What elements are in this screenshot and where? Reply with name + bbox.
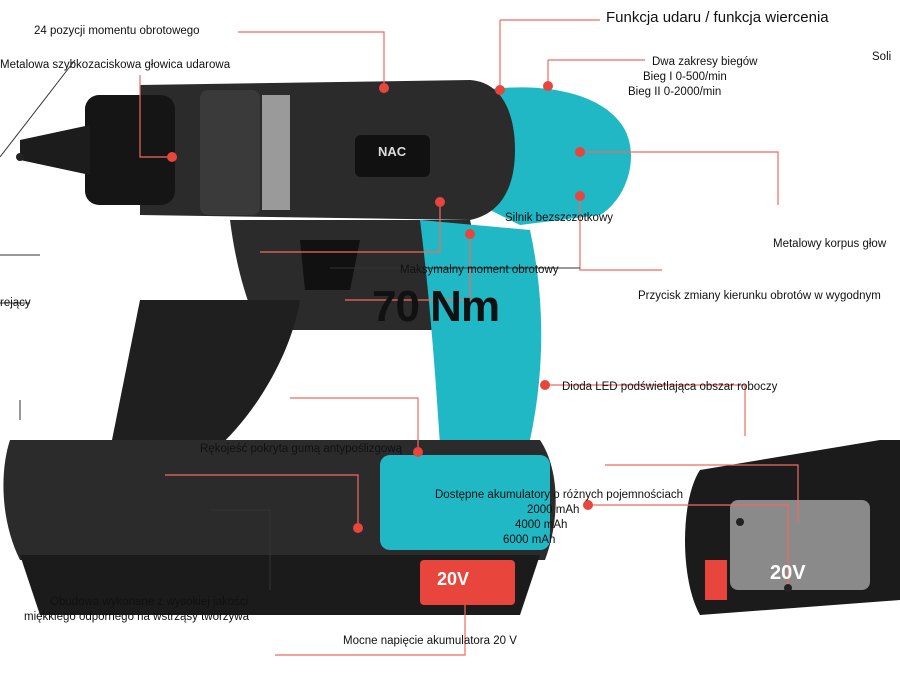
drill-head (140, 80, 515, 220)
leader-metal-body (580, 151, 779, 205)
drill-bit-tip (20, 125, 90, 175)
label-gear-1: Bieg I 0-500/min (643, 71, 727, 83)
label-chuck: Metalowa szybkozaciskowa głowica udarowa (0, 59, 231, 71)
leader-gears (547, 59, 645, 88)
leader-torque-value (345, 234, 471, 301)
leader-grip (165, 474, 359, 528)
drill-brand-badge: NAC (378, 144, 407, 159)
drill-battery-red (420, 560, 515, 605)
label-led: Dioda LED podświetlająca obszar roboczy (562, 381, 778, 393)
label-grip: Rękojeść pokryta gumą antypoślizgową (200, 443, 402, 455)
spare-battery-face (730, 500, 870, 590)
label-voltage: Mocne napięcie akumulatora 20 V (343, 635, 517, 647)
label-metal-body: Metalowy korpus głow (773, 238, 887, 250)
label-bat-2: 4000 mAh (515, 519, 568, 531)
leader-torque-positions (238, 31, 385, 88)
handle-grip (110, 300, 300, 450)
battery-voltage-badge: 20V (437, 569, 470, 589)
leader-led (545, 384, 746, 436)
leader-max-torque (260, 202, 441, 253)
spare-battery-voltage-badge: 20V (770, 562, 806, 584)
label-left-partial: rejący (0, 297, 31, 309)
marker-dots (167, 81, 593, 605)
leader-chuck (139, 75, 172, 158)
black-leader-lines (0, 59, 580, 590)
leader-battery (605, 464, 799, 522)
torque-ring (200, 90, 260, 215)
label-batteries-title: Dostępne akumulatory o różnych pojemnośc… (435, 489, 684, 501)
torque-value: 70 Nm (372, 282, 500, 331)
black-dots (16, 153, 792, 592)
leader-left-mid (290, 397, 419, 452)
drill-chuck (85, 95, 175, 205)
label-gears-title: Dwa zakresy biegów (652, 56, 758, 68)
leader-voltage (275, 600, 466, 656)
label-impact-function: Funkcja udaru / funkcja wiercenia (606, 9, 829, 26)
label-direction-switch: Przycisk zmiany kierunku obrotów w wygod… (638, 290, 881, 302)
label-bat-1: 2000 mAh (527, 504, 580, 516)
label-max-torque: Maksymalny moment obrotowy (400, 264, 559, 276)
leader-brushless (579, 196, 662, 271)
torque-ring-band (262, 95, 290, 210)
drill-battery (20, 555, 540, 615)
label-gear-2: Bieg II 0-2000/min (628, 86, 722, 98)
leader-battery-cap (588, 504, 789, 588)
label-brushless: Silnik bezszczotkowy (505, 212, 614, 224)
label-housing-1: Obudowa wykonane z wysokiej jakości (50, 596, 249, 608)
head-badge (355, 135, 430, 177)
label-housing-2: miękkiego odpornego na wstrząsy tworzywa (24, 611, 249, 623)
spare-battery-red (705, 560, 727, 600)
handle-front-teal (420, 220, 542, 445)
trigger (300, 240, 360, 290)
base-teal-strip (380, 455, 550, 550)
label-torque-positions: 24 pozycji momentu obrotowego (34, 25, 200, 37)
label-bat-3: 6000 mAh (503, 534, 556, 546)
leader-lines (139, 19, 799, 656)
leader-impact (499, 19, 600, 90)
label-solid-partial: Soli (872, 51, 892, 63)
